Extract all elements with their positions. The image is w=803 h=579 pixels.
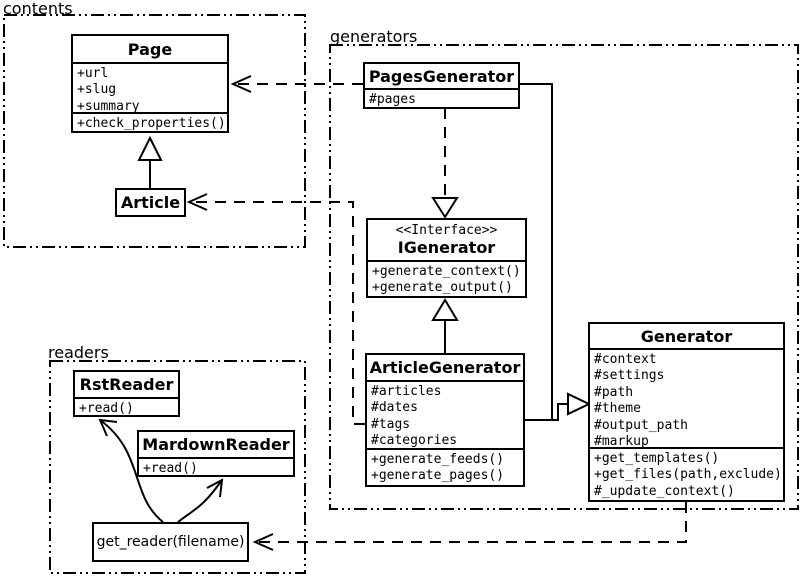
attribute-row: +slug <box>77 82 117 98</box>
inheritance-line-pagesgenerator-generator <box>520 83 553 420</box>
method-row: +generate_context() <box>372 264 521 279</box>
dependency-arrowhead-article <box>186 193 208 211</box>
class-article: Article <box>115 188 186 217</box>
realization-arrowhead-igenerator <box>431 197 459 219</box>
class-pagesgenerator-name: PagesGenerator <box>368 66 515 86</box>
function-get-reader-label: get_reader(filename) <box>96 534 245 550</box>
attribute-row: #dates <box>371 400 418 416</box>
method-row: +get_templates() <box>594 451 720 466</box>
attribute-row: #categories <box>371 433 458 448</box>
attribute-row: +url <box>77 66 109 81</box>
class-igenerator-stereotype: <<Interface>> <box>395 223 498 238</box>
function-get-reader: get_reader(filename) <box>92 522 249 562</box>
package-generators-border <box>329 44 799 510</box>
attribute-row: #pages <box>369 92 416 107</box>
class-mardownreader-name: MardownReader <box>142 435 290 454</box>
package-readers-border <box>49 360 306 574</box>
class-mardownreader: MardownReader +read() <box>137 430 295 477</box>
class-pagesgenerator-attributes: #pages <box>365 88 518 107</box>
class-rstreader-name: RstReader <box>79 375 174 394</box>
attribute-row: #markup <box>594 434 649 447</box>
inheritance-arrowhead-article-page <box>137 135 163 161</box>
arrow-line-getreader-mardownreader <box>177 479 223 523</box>
method-row: +check_properties() <box>77 116 226 131</box>
package-label-readers: readers <box>48 343 109 362</box>
class-igenerator-methods: +generate_context() +generate_output() <box>368 260 525 296</box>
class-generator-attributes: #context #settings #path #theme #output_… <box>590 348 783 447</box>
arrow-line-getreader-rstreader <box>99 419 164 523</box>
class-article-name: Article <box>120 193 181 212</box>
class-rstreader: RstReader +read() <box>73 370 180 417</box>
method-row: +read() <box>79 401 134 415</box>
attribute-row: #tags <box>371 416 411 432</box>
attribute-row: +summary <box>77 98 140 112</box>
dependency-line-articlegenerator-article <box>190 201 365 425</box>
arrowhead-mardownreader <box>206 478 224 498</box>
method-row: +generate_feeds() <box>371 452 505 467</box>
attribute-row: #articles <box>371 384 442 399</box>
class-generator-name: Generator <box>640 326 733 346</box>
package-label-contents: contents <box>3 0 73 18</box>
arrowhead-rstreader <box>98 418 118 437</box>
class-igenerator-header: <<Interface>> IGenerator <box>368 220 525 260</box>
class-page-methods: +check_properties() <box>73 112 227 131</box>
class-articlegenerator-methods: +generate_feeds() +generate_pages() <box>367 448 523 485</box>
dependency-line-generator-getreader <box>256 502 687 543</box>
class-articlegenerator-name: ArticleGenerator <box>369 358 521 377</box>
package-contents-border <box>3 14 306 248</box>
class-pagesgenerator: PagesGenerator #pages <box>363 62 520 109</box>
method-row: +get_files(path,exclude) <box>594 467 782 483</box>
attribute-row: #context <box>594 352 657 367</box>
inheritance-arrowhead-generator <box>567 392 592 416</box>
method-row: +generate_pages() <box>371 468 505 484</box>
attribute-row: #path <box>594 384 634 400</box>
dependency-arrowhead-getreader <box>252 533 274 551</box>
method-row: #_update_context() <box>594 483 735 499</box>
inheritance-arrowhead-igenerator <box>431 298 459 321</box>
class-igenerator-name: IGenerator <box>397 238 496 257</box>
class-rstreader-methods: +read() <box>75 397 178 415</box>
package-label-generators: generators <box>330 27 418 46</box>
class-page: Page +url +slug +summary +check_properti… <box>71 34 229 133</box>
class-mardownreader-methods: +read() <box>139 457 293 475</box>
method-row: +read() <box>143 461 198 475</box>
class-page-attributes: +url +slug +summary <box>73 62 227 112</box>
class-igenerator: <<Interface>> IGenerator +generate_conte… <box>366 218 527 298</box>
class-generator-methods: +get_templates() +get_files(path,exclude… <box>590 447 783 500</box>
class-articlegenerator-attributes: #articles #dates #tags #categories <box>367 380 523 448</box>
attribute-row: #output_path <box>594 417 688 433</box>
dependency-arrowhead-page <box>230 75 252 93</box>
method-row: +generate_output() <box>372 280 513 296</box>
class-page-name: Page <box>127 39 173 59</box>
inheritance-line-articlegenerator-generator <box>525 403 568 421</box>
class-articlegenerator: ArticleGenerator #articles #dates #tags … <box>365 353 525 487</box>
attribute-row: #settings <box>594 368 665 384</box>
attribute-row: #theme <box>594 401 641 417</box>
class-generator: Generator #context #settings #path #them… <box>588 322 785 502</box>
